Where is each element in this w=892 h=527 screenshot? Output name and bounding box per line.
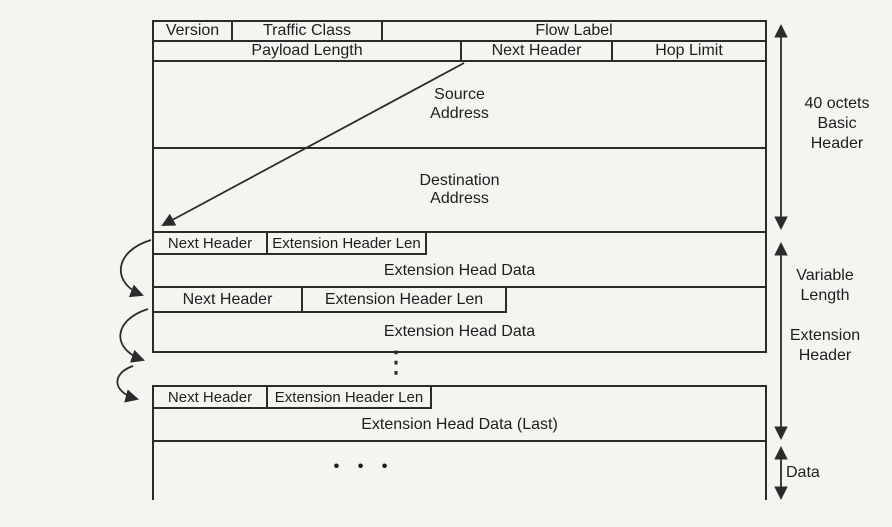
ext3-header-len-field: Extension Header Len bbox=[268, 387, 432, 409]
data-ellipsis: • • • bbox=[333, 458, 395, 475]
extension-header-1: Next Header Extension Header Len Extensi… bbox=[152, 231, 767, 288]
basic-header-row-2: Payload Length Next Header Hop Limit bbox=[154, 42, 765, 62]
ext-chain-arc-1 bbox=[119, 239, 152, 298]
basic-header-box: Version Traffic Class Flow Label Payload… bbox=[152, 20, 767, 233]
flow-label-field: Flow Label bbox=[535, 22, 613, 39]
next-header-field: Next Header bbox=[462, 42, 613, 60]
data-annotation: Data bbox=[786, 464, 820, 481]
ext2-header-len-field: Extension Header Len bbox=[303, 288, 507, 313]
payload-length-field: Payload Length bbox=[154, 42, 462, 60]
ext1-next-header-field: Next Header bbox=[154, 233, 268, 255]
extension-header-2: Next Header Extension Header Len Extensi… bbox=[152, 286, 767, 353]
destination-address-field: Destination Address bbox=[419, 171, 500, 207]
traffic-class-field: Traffic Class bbox=[233, 22, 383, 40]
data-section: • • • bbox=[152, 440, 767, 500]
vertical-ellipsis: ⋮ bbox=[381, 345, 411, 380]
extension-header-last: Next Header Extension Header Len Extensi… bbox=[152, 385, 767, 442]
ext2-data-field: Extension Head Data bbox=[383, 323, 536, 340]
hop-limit-field: Hop Limit bbox=[655, 42, 723, 59]
ext1-header-len-field: Extension Header Len bbox=[268, 233, 427, 255]
version-field: Version bbox=[154, 22, 233, 40]
ext2-next-header-field: Next Header bbox=[154, 288, 303, 313]
ext3-next-header-field: Next Header bbox=[154, 387, 268, 409]
ext3-data-field: Extension Head Data (Last) bbox=[361, 415, 558, 433]
basic-header-annotation: 40 octets Basic Header bbox=[804, 95, 870, 152]
ext1-data-field: Extension Head Data bbox=[383, 261, 536, 279]
source-address-field: Source Address bbox=[430, 86, 489, 122]
extension-header-annotation: Variable Length Extension Header bbox=[789, 267, 861, 364]
ext-chain-arc-2 bbox=[119, 308, 149, 363]
basic-header-row-1: Version Traffic Class Flow Label bbox=[154, 22, 765, 42]
ext-chain-arc-3 bbox=[116, 365, 139, 403]
